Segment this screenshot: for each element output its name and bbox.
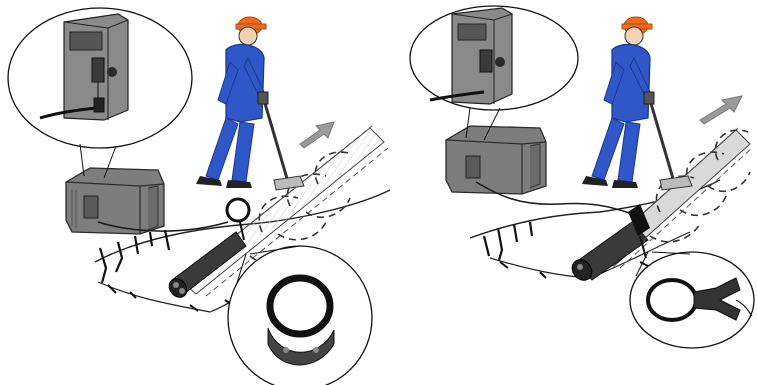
panel-right bbox=[410, 6, 754, 348]
callout-coupler-left bbox=[228, 246, 372, 385]
direction-arrow-icon bbox=[700, 96, 742, 124]
transmitter-case-icon bbox=[66, 168, 164, 234]
worker-icon bbox=[196, 17, 266, 188]
callout-clamp-right bbox=[630, 252, 754, 348]
transmitter-case-icon bbox=[446, 126, 546, 194]
callout-connector-right bbox=[410, 6, 578, 140]
locator-icon bbox=[258, 92, 304, 190]
callout-connector-left bbox=[8, 8, 192, 178]
direction-arrow-icon bbox=[300, 122, 334, 148]
worker-icon bbox=[582, 17, 652, 188]
panel-left bbox=[8, 8, 390, 385]
